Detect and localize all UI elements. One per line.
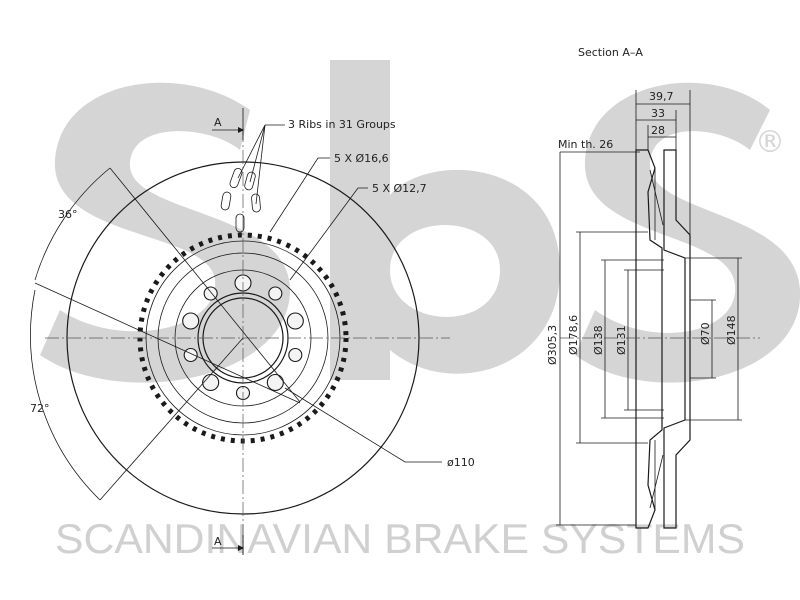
angle-lower-label: 72° xyxy=(30,402,50,415)
angle-ray-upper xyxy=(109,167,301,403)
leader-small-holes xyxy=(289,187,368,281)
diameter-label: Ø131 xyxy=(615,325,628,355)
section-arrowhead-top xyxy=(238,127,244,133)
watermark-tagline: SCANDINAVIAN BRAKE SYSTEMS xyxy=(55,515,745,562)
section-view xyxy=(556,90,760,529)
small-hole xyxy=(183,347,198,363)
leader-bolt-circle xyxy=(284,387,442,463)
bolt-hole xyxy=(266,373,284,392)
min-thickness-label: Min th. 26 xyxy=(558,138,613,151)
diameter-label: Ø70 xyxy=(699,322,712,345)
diameter-label: Ø178,6 xyxy=(567,315,580,355)
diameter-label: Ø305,3 xyxy=(546,325,559,365)
bolt-hole xyxy=(286,312,304,330)
diameter-labels: Ø305,3 Ø178,6 Ø138 Ø131 Ø70 Ø148 xyxy=(546,315,738,365)
diameter-label: Ø148 xyxy=(725,315,738,345)
angle-ray-lower xyxy=(99,337,244,501)
angle-upper-label: 36° xyxy=(58,208,78,221)
section-title: Section A–A xyxy=(578,46,643,59)
vent-channel-lower xyxy=(649,454,664,509)
section-marker-top: A xyxy=(214,116,222,129)
watermark-registered-mark: ® xyxy=(755,125,785,160)
bolt-circle-label: ø110 xyxy=(447,456,475,469)
ribs-label: 3 Ribs in 31 Groups xyxy=(288,118,396,131)
angle-arc-72 xyxy=(30,289,101,501)
small-hole xyxy=(288,347,303,363)
bolt-hole xyxy=(182,312,200,330)
small-hole xyxy=(203,286,218,301)
rib-detail xyxy=(220,124,285,233)
leader-bolt-holes xyxy=(269,157,330,233)
sbs-watermark-logo xyxy=(40,60,800,383)
width-overall-label: 39,7 xyxy=(649,90,674,103)
angle-arc-36 xyxy=(34,167,111,281)
diameter-label: Ø138 xyxy=(592,325,605,355)
bolt-holes-label: 5 X Ø16,6 xyxy=(334,152,389,165)
section-arrowhead-bottom xyxy=(238,545,244,551)
front-view xyxy=(30,108,450,555)
width-mid-label: 33 xyxy=(651,107,665,120)
small-hole xyxy=(268,286,283,301)
small-holes-label: 5 X Ø12,7 xyxy=(372,182,427,195)
width-disc-label: 28 xyxy=(651,124,665,137)
angle-ray-middle xyxy=(34,282,301,404)
vent-channel-upper xyxy=(649,169,664,226)
bolt-hole xyxy=(202,373,220,392)
section-marker-bottom: A xyxy=(214,535,222,548)
